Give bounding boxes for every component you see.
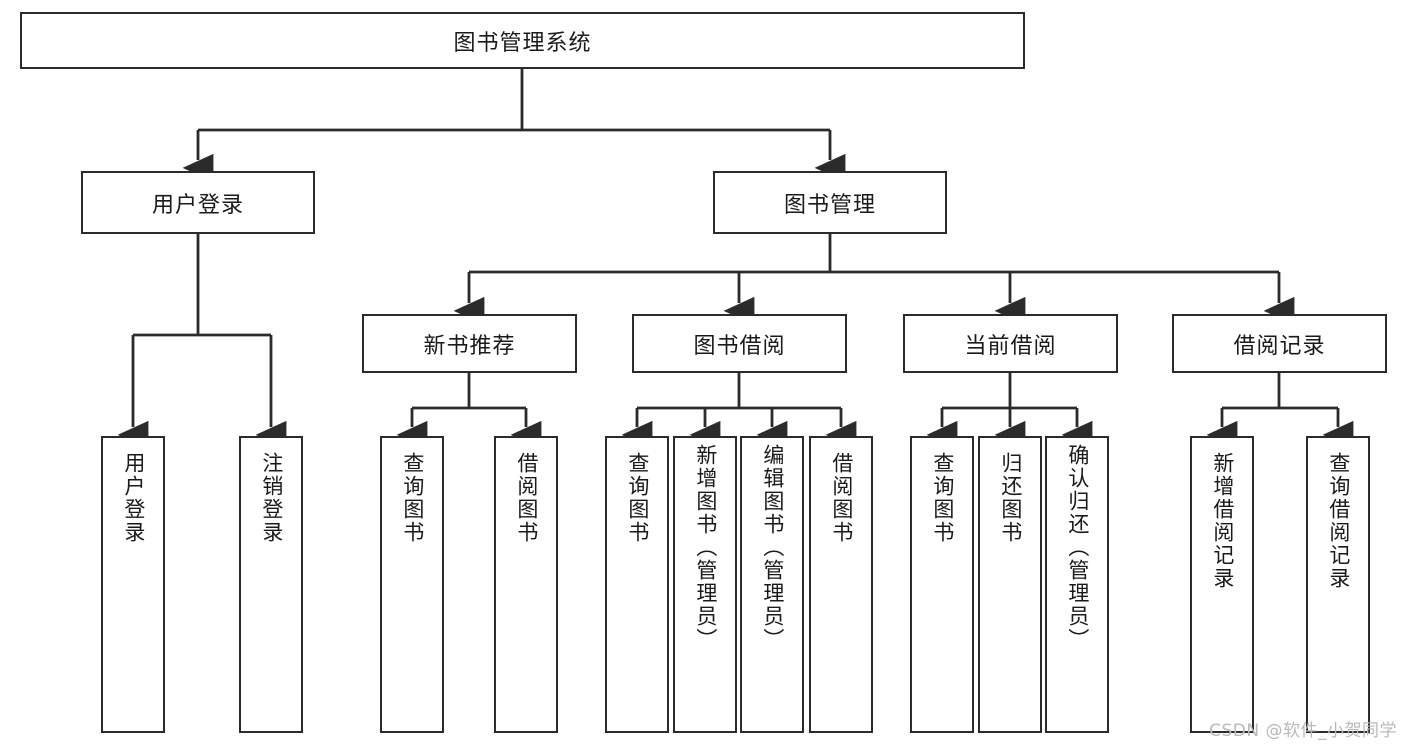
leaf-add-record[interactable]: 新增借阅记录 <box>1190 436 1254 733</box>
leaf-query-book-3[interactable]: 查询图书 <box>910 436 974 733</box>
node-book-management-label: 图书管理 <box>783 192 876 218</box>
leaf-borrow-book-1[interactable]: 借阅图书 <box>494 436 558 733</box>
leaf-query-book-1[interactable]: 查询图书 <box>380 436 444 733</box>
leaf-add-book-label: 新增图书（管理员） <box>693 444 718 651</box>
leaf-borrow-book-2[interactable]: 借阅图书 <box>809 436 873 733</box>
node-user-login-label: 用户登录 <box>151 192 244 218</box>
leaf-query-book-2-label: 查询图书 <box>625 452 650 544</box>
leaf-query-record[interactable]: 查询借阅记录 <box>1306 436 1370 733</box>
node-book-borrow[interactable]: 图书借阅 <box>632 314 847 373</box>
leaf-confirm-return-label: 确认归还（管理员） <box>1065 444 1090 651</box>
node-new-book-recommend-label: 新书推荐 <box>423 333 516 359</box>
watermark: CSDN @软件_小贺同学 <box>1209 721 1397 741</box>
leaf-user-login-label: 用户登录 <box>121 452 146 544</box>
node-book-borrow-label: 图书借阅 <box>693 333 786 359</box>
node-root[interactable]: 图书管理系统 <box>20 12 1025 69</box>
leaf-query-book-1-label: 查询图书 <box>400 452 425 544</box>
node-user-login[interactable]: 用户登录 <box>81 171 315 234</box>
leaf-query-record-label: 查询借阅记录 <box>1326 452 1351 590</box>
node-root-label: 图书管理系统 <box>453 30 592 56</box>
leaf-query-book-2[interactable]: 查询图书 <box>605 436 669 733</box>
node-new-book-recommend[interactable]: 新书推荐 <box>362 314 577 373</box>
node-borrow-record-label: 借阅记录 <box>1233 333 1326 359</box>
leaf-return-book[interactable]: 归还图书 <box>978 436 1042 733</box>
leaf-borrow-book-2-label: 借阅图书 <box>829 452 854 544</box>
node-borrow-record[interactable]: 借阅记录 <box>1172 314 1387 373</box>
leaf-borrow-book-1-label: 借阅图书 <box>514 452 539 544</box>
leaf-edit-book[interactable]: 编辑图书（管理员） <box>740 436 804 733</box>
leaf-user-login[interactable]: 用户登录 <box>101 436 165 733</box>
node-current-borrow[interactable]: 当前借阅 <box>903 314 1118 373</box>
leaf-return-book-label: 归还图书 <box>998 452 1023 544</box>
leaf-add-book[interactable]: 新增图书（管理员） <box>673 436 737 733</box>
leaf-confirm-return[interactable]: 确认归还（管理员） <box>1045 436 1109 733</box>
leaf-logout-login[interactable]: 注销登录 <box>239 436 303 733</box>
leaf-query-book-3-label: 查询图书 <box>930 452 955 544</box>
leaf-logout-login-label: 注销登录 <box>259 452 284 544</box>
leaf-add-record-label: 新增借阅记录 <box>1210 452 1235 590</box>
node-book-management[interactable]: 图书管理 <box>713 171 947 234</box>
node-current-borrow-label: 当前借阅 <box>964 333 1057 359</box>
leaf-edit-book-label: 编辑图书（管理员） <box>760 444 785 651</box>
